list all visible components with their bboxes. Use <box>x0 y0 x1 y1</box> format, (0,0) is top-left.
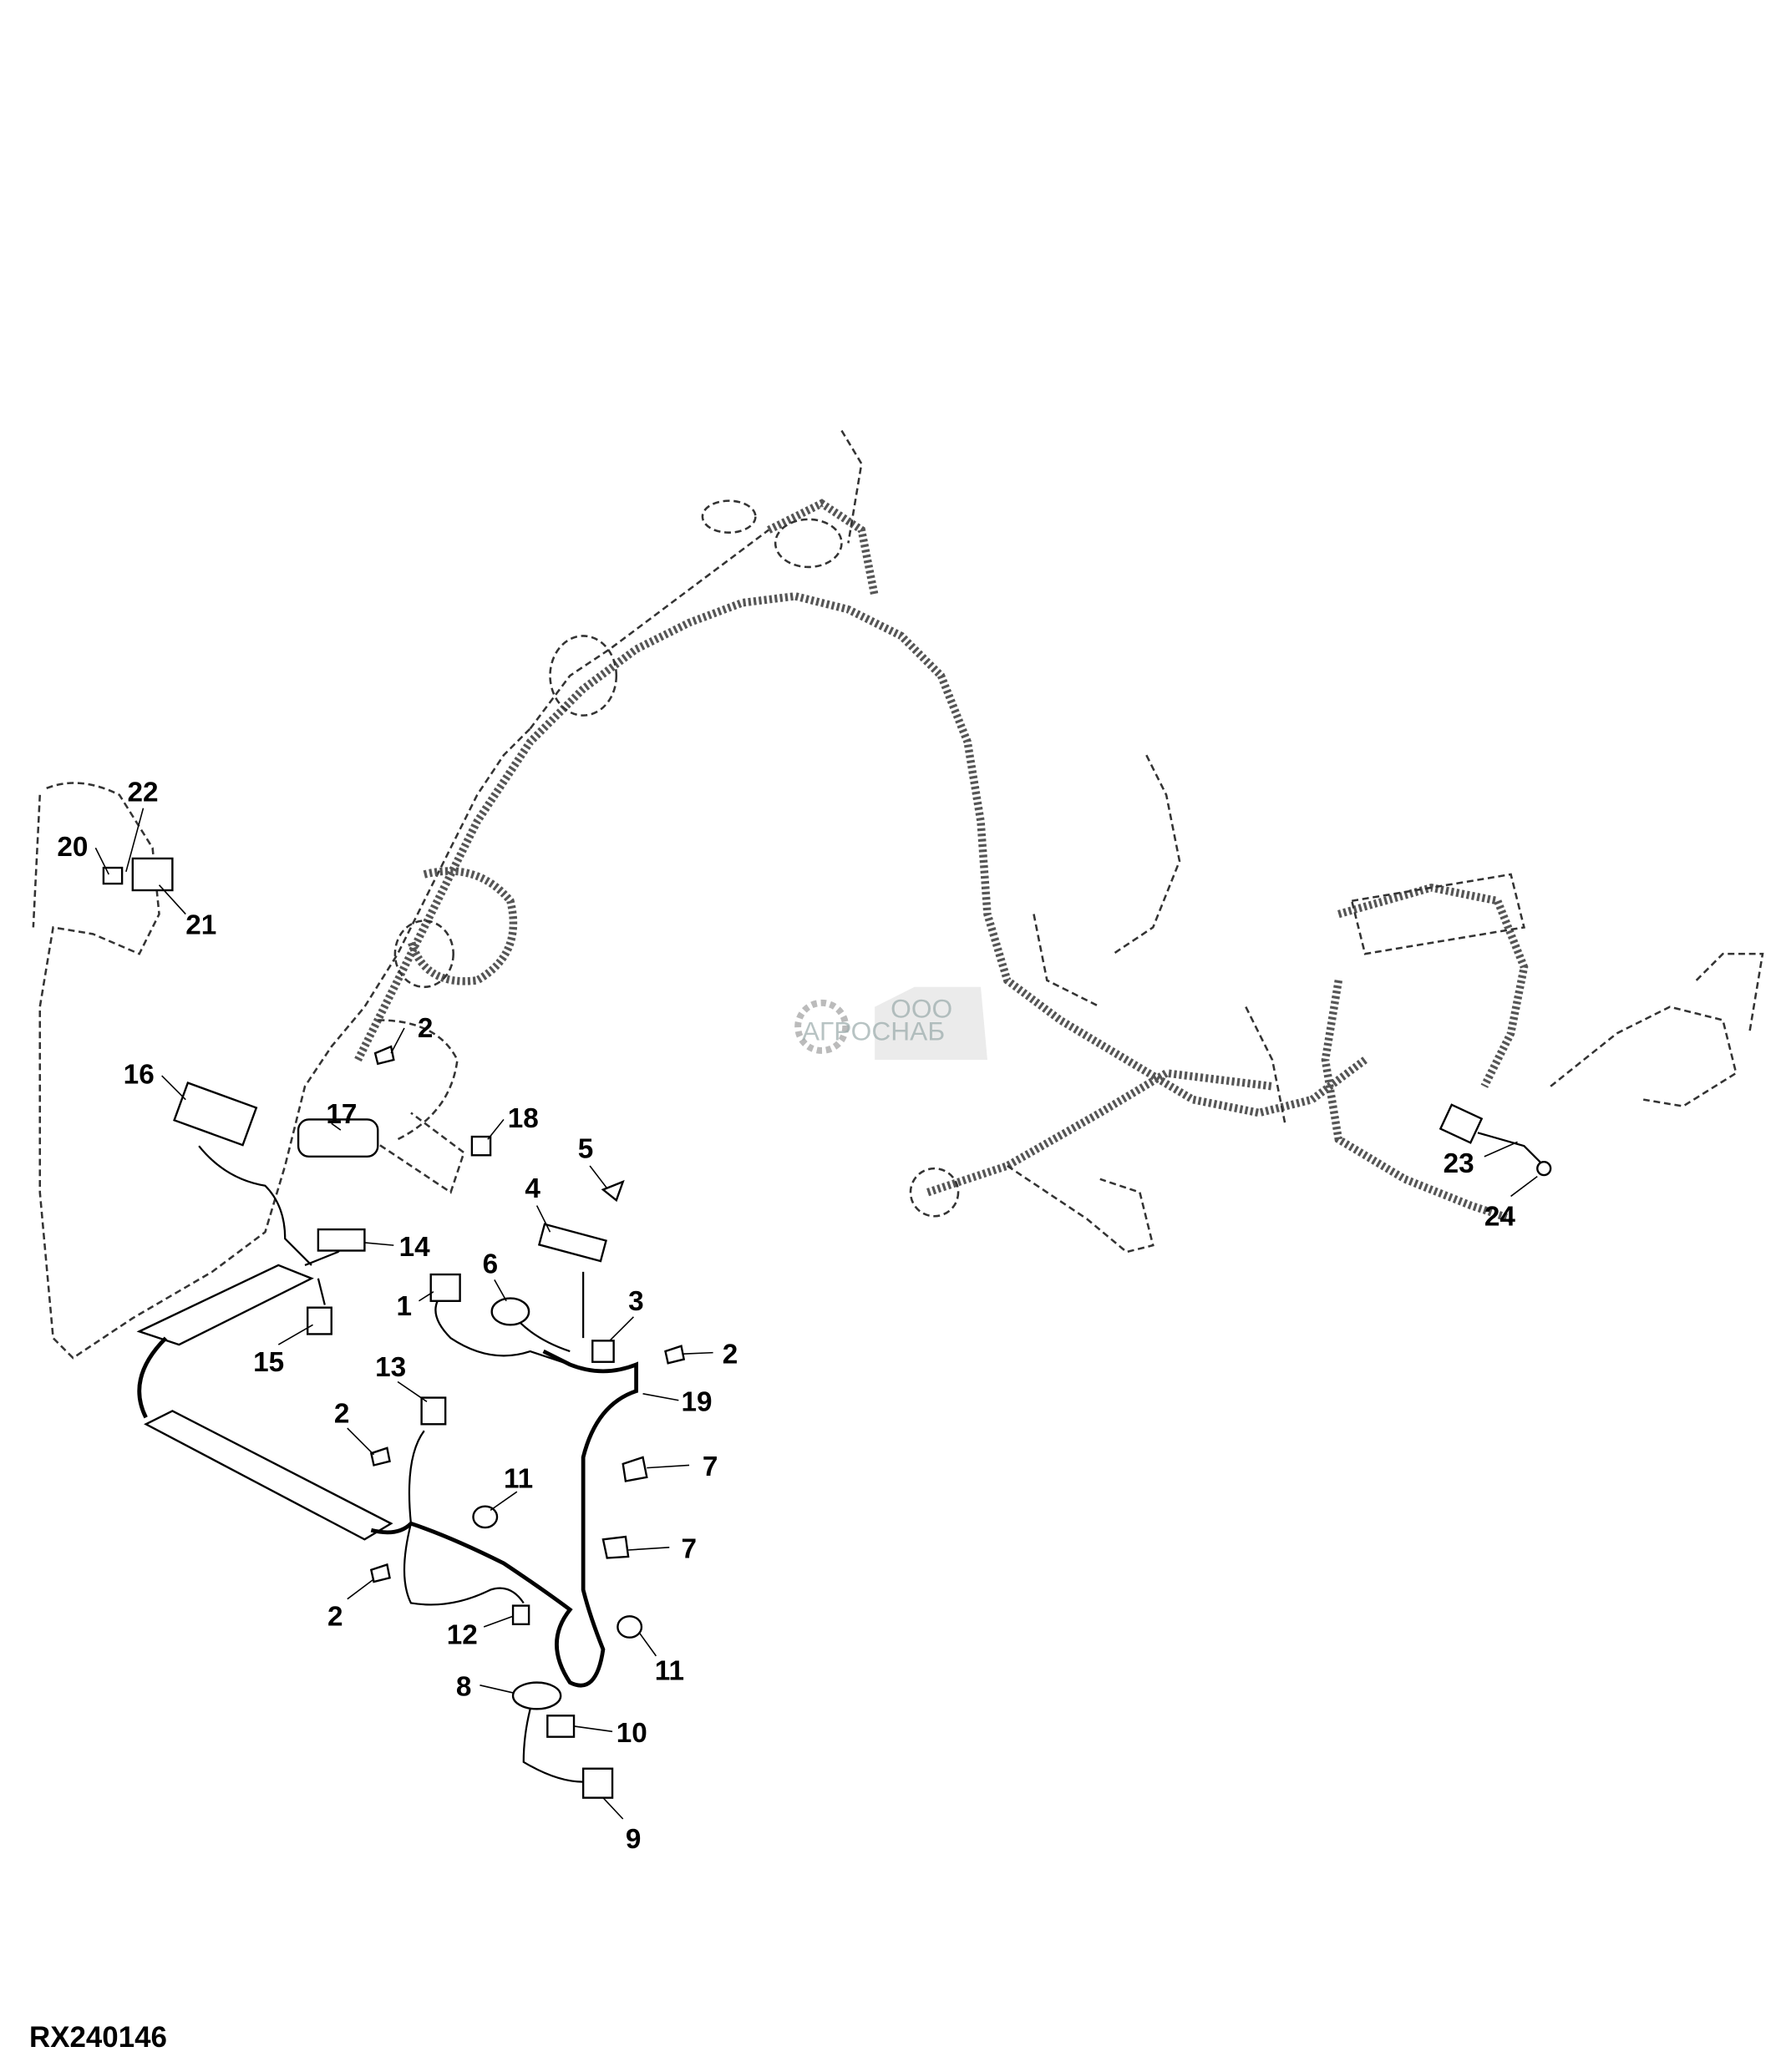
part-1 <box>429 1273 461 1302</box>
part-11b <box>617 1615 643 1639</box>
callout-7: 7 <box>703 1451 718 1482</box>
part-2a <box>373 1045 395 1066</box>
callout-19: 19 <box>682 1386 713 1417</box>
callout-10: 10 <box>617 1718 647 1749</box>
callout-labels: 22 20 21 2 16 17 18 5 4 14 6 1 3 2 15 13… <box>57 778 1515 1855</box>
callout-14: 14 <box>399 1232 431 1263</box>
parts <box>102 857 1552 1799</box>
part-4 <box>537 1223 607 1263</box>
callout-11: 11 <box>655 1655 684 1686</box>
part-24 <box>1536 1161 1552 1177</box>
part-2d <box>369 1563 391 1583</box>
part-10 <box>546 1715 576 1738</box>
part-23 <box>1439 1103 1484 1144</box>
watermark-name: АГРОСНАБ <box>802 1016 945 1046</box>
callout-23: 23 <box>1444 1148 1474 1179</box>
callout-4: 4 <box>525 1173 540 1204</box>
part-9 <box>581 1767 614 1799</box>
callout-21: 21 <box>185 909 216 940</box>
part-13 <box>420 1396 447 1426</box>
callout-16: 16 <box>124 1060 155 1091</box>
part-17 <box>297 1118 379 1158</box>
part-11a <box>472 1505 499 1529</box>
callout-20: 20 <box>57 832 88 863</box>
part-3 <box>591 1340 615 1363</box>
part-8 <box>511 1681 562 1710</box>
callout-6: 6 <box>483 1249 499 1279</box>
callout-1: 1 <box>396 1291 412 1322</box>
callout-12: 12 <box>447 1620 478 1651</box>
callout-8: 8 <box>456 1671 472 1702</box>
callout-18: 18 <box>508 1103 539 1134</box>
cab-outline <box>32 529 769 1360</box>
callout-2: 2 <box>334 1399 350 1430</box>
callout-15: 15 <box>253 1347 284 1378</box>
callout-2: 2 <box>418 1013 434 1044</box>
callout-11: 11 <box>504 1463 533 1494</box>
cab-harness-solid <box>136 1145 638 1783</box>
part-2b <box>664 1345 686 1365</box>
callout-2: 2 <box>723 1339 738 1370</box>
part-21 <box>131 857 174 892</box>
callout-13: 13 <box>375 1352 406 1383</box>
reference-code: RX240146 <box>29 2021 167 2054</box>
callout-3: 3 <box>628 1286 644 1317</box>
main-harness-dashed <box>354 429 1764 1254</box>
part-16 <box>173 1082 258 1147</box>
callout-7: 7 <box>682 1534 698 1565</box>
part-7b <box>601 1535 630 1559</box>
callout-22: 22 <box>127 778 158 808</box>
part-6 <box>490 1297 530 1326</box>
part-18 <box>470 1135 492 1157</box>
callout-24: 24 <box>1484 1201 1516 1232</box>
leader-lines <box>94 808 1538 1820</box>
part-12 <box>511 1604 530 1626</box>
watermark-prefix: ООО <box>891 993 952 1023</box>
part-7a <box>622 1456 648 1482</box>
part-14 <box>317 1228 366 1252</box>
part-5 <box>601 1179 625 1203</box>
callout-17: 17 <box>326 1099 357 1130</box>
part-15 <box>307 1306 332 1335</box>
callout-5: 5 <box>578 1133 594 1164</box>
callout-2: 2 <box>327 1601 343 1632</box>
part-2c <box>369 1446 391 1467</box>
watermark-logo: ООО АГРОСНАБ <box>794 986 987 1061</box>
callout-9: 9 <box>626 1824 642 1855</box>
